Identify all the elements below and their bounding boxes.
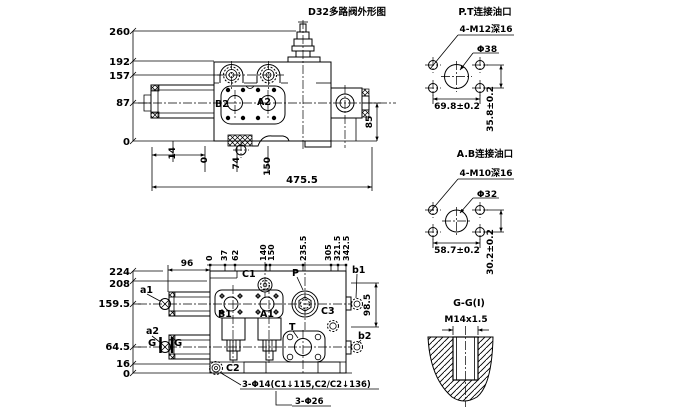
plan-spool-towers bbox=[221, 285, 282, 363]
label-b1: b1 bbox=[352, 265, 365, 276]
label-B1: B1 bbox=[218, 309, 232, 320]
label-C3: C3 bbox=[321, 306, 335, 317]
note-phi26: 3-Φ26 bbox=[295, 397, 324, 407]
plan-left-dimensions: 224 208 159.5 64.5 16 0 bbox=[98, 267, 352, 380]
dim-74: 74 bbox=[232, 157, 242, 170]
pt-dim-h-label: 69.8±0.2 bbox=[434, 102, 480, 112]
pt-bolt-holes bbox=[425, 57, 488, 96]
odim-321-5: 321.5 bbox=[333, 235, 342, 261]
plan-port-t: T bbox=[282, 322, 326, 373]
dim-159-5: 159.5 bbox=[98, 299, 130, 310]
label-G2: G bbox=[174, 338, 182, 349]
dim-98-5: 98.5 bbox=[363, 294, 373, 316]
plan-port-c2: C2 bbox=[209, 361, 242, 386]
side-dome-caps bbox=[217, 61, 284, 91]
ab-thread: 4-M10深16 bbox=[459, 167, 512, 179]
label-C1: C1 bbox=[242, 269, 256, 280]
pt-port-view: P.T连接油口 4-M12深16 Φ38 69.8±0.2 35.8±0.2 bbox=[425, 6, 514, 132]
dim-64-5: 64.5 bbox=[105, 342, 130, 353]
side-port-plate: B2 A2 bbox=[215, 85, 286, 125]
dim-157: 157 bbox=[109, 71, 130, 82]
label-P: P bbox=[292, 268, 299, 279]
plan-port-c1: C1 bbox=[242, 262, 273, 298]
dim-475-5: 475.5 bbox=[286, 175, 318, 186]
ab-dim-h: 58.7±0.2 bbox=[432, 237, 481, 256]
gg-bowl-outline bbox=[427, 336, 494, 402]
ab-dim-v: 30.2±0.2 bbox=[485, 209, 504, 275]
side-right-block bbox=[330, 85, 370, 148]
dim-0: 0 bbox=[123, 137, 130, 148]
ab-bore: Φ32 bbox=[442, 190, 499, 235]
label-A1: A1 bbox=[260, 309, 274, 320]
side-right-dimension: 85 bbox=[362, 102, 381, 141]
odim-305: 305 bbox=[324, 244, 333, 261]
label-G1: G bbox=[148, 338, 156, 349]
odim-140: 140 bbox=[259, 244, 268, 261]
label-T: T bbox=[289, 322, 296, 333]
dim-85: 85 bbox=[365, 116, 375, 129]
label-a2: a2 bbox=[146, 326, 159, 337]
label-A2: A2 bbox=[257, 97, 271, 108]
ab-port-view: A.B连接油口 4-M10深16 Φ32 58.7±0.2 30.2±0.2 bbox=[425, 148, 514, 275]
ab-bolt-holes bbox=[425, 202, 488, 240]
dim-192: 192 bbox=[109, 57, 130, 68]
odim-150: 150 bbox=[267, 244, 276, 261]
odim-235-5: 235.5 bbox=[299, 235, 308, 261]
side-left-plate bbox=[143, 84, 215, 119]
ab-dim-v-label: 30.2±0.2 bbox=[486, 229, 496, 275]
ab-bore-label: Φ32 bbox=[477, 190, 497, 200]
plan-a1-assembly: a1 bbox=[140, 285, 211, 317]
pt-dim-h: 69.8±0.2 bbox=[432, 93, 481, 112]
pt-dim-v: 35.8±0.2 bbox=[485, 64, 504, 132]
plan-port-c3: C3 bbox=[321, 306, 339, 332]
drawing-title: D32多路阀外形图 bbox=[308, 6, 386, 18]
pt-bore: Φ38 bbox=[441, 45, 499, 92]
dim-16: 16 bbox=[116, 359, 130, 370]
dim-208: 208 bbox=[109, 279, 130, 290]
dim-14: 14 bbox=[168, 147, 178, 160]
side-view: D32多路阀外形图 260 192 157 87 0 bbox=[109, 6, 396, 191]
dim-p0: 0 bbox=[123, 369, 130, 380]
plan-notes: 3-Φ14(C1↓115,C2/C2↓136) 3-Φ26 bbox=[240, 380, 379, 407]
ab-dim-h-label: 58.7±0.2 bbox=[434, 246, 480, 256]
note-phi14: 3-Φ14(C1↓115,C2/C2↓136) bbox=[242, 380, 371, 390]
side-relief-valve bbox=[287, 20, 321, 150]
ab-title: A.B连接油口 bbox=[457, 148, 513, 160]
plan-port-b1: b1 bbox=[345, 265, 365, 311]
pt-thread: 4-M12深16 bbox=[459, 23, 512, 35]
dim-96: 96 bbox=[181, 259, 194, 269]
gg-thread: M14x1.5 bbox=[444, 315, 487, 325]
dim-87: 87 bbox=[116, 98, 130, 109]
odim-342-5: 342.5 bbox=[342, 235, 351, 261]
plan-section-marks: G G bbox=[148, 337, 182, 353]
plan-port-p: P bbox=[291, 262, 319, 330]
dim-224: 224 bbox=[109, 267, 130, 278]
label-B2: B2 bbox=[215, 99, 229, 110]
pt-title: P.T连接油口 bbox=[458, 6, 511, 18]
gg-title: G-G(I) bbox=[453, 298, 485, 309]
plan-port-b2: b2 bbox=[345, 331, 371, 355]
dim-b0: 0 bbox=[200, 157, 210, 163]
gg-section-view: G-G(I) M14x1.5 bbox=[427, 298, 494, 407]
gg-dimension bbox=[442, 326, 489, 335]
odim-62: 62 bbox=[231, 250, 240, 261]
odim-0: 0 bbox=[205, 255, 214, 261]
plan-96-dimension: 96 bbox=[167, 259, 210, 292]
side-bottom-dimensions: 14 0 74 150 475.5 bbox=[151, 141, 373, 191]
pt-bore-label: Φ38 bbox=[477, 45, 497, 55]
dim-260: 260 bbox=[109, 27, 130, 38]
label-a1: a1 bbox=[140, 285, 153, 296]
side-bottom-features bbox=[227, 134, 332, 158]
pt-dim-v-label: 35.8±0.2 bbox=[486, 86, 496, 132]
odim-37: 37 bbox=[220, 250, 229, 261]
plan-top-dimensions: 0 37 62 140 150 235.5 305 321.5 342.5 bbox=[205, 235, 351, 271]
label-C2: C2 bbox=[226, 363, 240, 374]
plan-right-dimension: 98.5 bbox=[351, 282, 379, 328]
plan-view: 224 208 159.5 64.5 16 0 0 37 62 140 150 … bbox=[98, 235, 379, 407]
plan-a2-assembly: a2 bbox=[146, 326, 211, 360]
label-b2: b2 bbox=[358, 331, 371, 342]
dim-150: 150 bbox=[263, 157, 273, 176]
plan-port-plate: B1 A1 bbox=[214, 289, 284, 320]
